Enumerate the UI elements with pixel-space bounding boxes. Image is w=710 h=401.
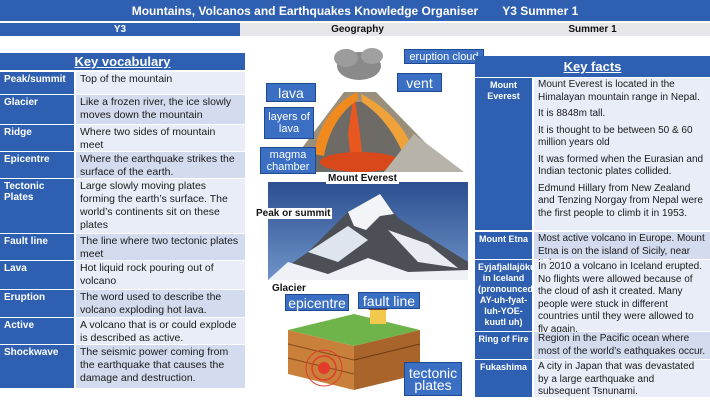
eruption-cloud-label: eruption cloud: [404, 49, 484, 64]
vocab-row: Glacier Like a frozen river, the ice slo…: [0, 95, 245, 125]
fact-row: Fukashima A city in Japan that was devas…: [475, 360, 710, 398]
fact-line: It was formed when the Eurasian and Indi…: [538, 153, 704, 178]
fact-line: Mount Everest is located in the Himalaya…: [538, 79, 700, 103]
vocab-term: Ridge: [0, 125, 76, 151]
vocab-definition: Top of the mountain: [76, 72, 245, 94]
fact-term: Fukashima: [475, 360, 534, 397]
fact-line: Edmund Hillary from New Zealand and Tenz…: [538, 182, 703, 219]
mountain-photo: [268, 182, 468, 280]
fact-row: Ring of Fire Region in the Pacific ocean…: [475, 332, 710, 360]
facts-heading: Key facts: [475, 56, 710, 77]
fact-text: Mount Everest is located in the Himalaya…: [534, 78, 710, 230]
vocab-row: Eruption The word used to describe the v…: [0, 290, 245, 318]
vocab-row: Shockwave The seismic power coming from …: [0, 345, 245, 389]
vocab-heading: Key vocabulary: [0, 53, 245, 70]
vocab-term: Glacier: [0, 95, 76, 124]
title-text: Mountains, Volcanos and Earthquakes Know…: [131, 3, 479, 18]
peak-label: Peak or summit: [254, 208, 333, 219]
term-label: Summer 1: [475, 23, 710, 36]
earthquake-diagram: [284, 300, 424, 392]
vocab-term: Tectonic Plates: [0, 179, 76, 233]
mountain-title: Mount Everest: [326, 173, 399, 184]
vocab-definition: Large slowly moving plates forming the e…: [76, 179, 245, 233]
vocab-term: Active: [0, 318, 76, 344]
vocab-row: Lava Hot liquid rock pouring out of volc…: [0, 261, 245, 290]
vocab-row: Peak/summit Top of the mountain: [0, 72, 245, 95]
vocab-term: Peak/summit: [0, 72, 76, 94]
vent-label: vent: [397, 73, 442, 92]
fact-text: In 2010 a volcano in Iceland erupted. No…: [534, 260, 710, 335]
vocab-definition: Like a frozen river, the ice slowly move…: [76, 95, 245, 124]
glacier-label: Glacier: [272, 283, 306, 294]
title-term: Y3 Summer 1: [502, 3, 579, 18]
fact-term: Mount Etna: [475, 232, 534, 259]
vocab-definition: A volcano that is or could explode is de…: [76, 318, 245, 344]
subject-label: Geography: [240, 23, 475, 36]
vocab-row: Active A volcano that is or could explod…: [0, 318, 245, 345]
fault-line-label: fault line: [358, 292, 420, 309]
fact-term: Ring of Fire: [475, 332, 534, 359]
fact-text: Region in the Pacific ocean where most o…: [534, 332, 710, 359]
vocab-definition: The line where two tectonic plates meet: [76, 234, 245, 260]
fact-term: Eyjafjallajökull in Iceland (pronounced …: [475, 260, 541, 331]
vocab-term: Shockwave: [0, 345, 76, 388]
epicentre-label: epicentre: [285, 294, 349, 311]
vocab-definition: Hot liquid rock pouring out of volcano: [76, 261, 245, 289]
volcano-diagram: [264, 44, 474, 174]
tectonic-plates-label: tectonic plates: [404, 362, 462, 396]
fact-text: A city in Japan that was devastated by a…: [534, 360, 710, 397]
vocab-row: Fault line The line where two tectonic p…: [0, 234, 245, 261]
vocab-row: Ridge Where two sides of mountain meet: [0, 125, 245, 152]
fact-row: Eyjafjallajökull in Iceland (pronounced …: [475, 260, 710, 335]
vocab-definition: Where two sides of mountain meet: [76, 125, 245, 151]
fact-row: Mount Etna Most active volcano in Europe…: [475, 232, 710, 269]
vocab-definition: Where the earthquake strikes the surface…: [76, 152, 245, 178]
vocab-definition: The word used to describe the volcano ex…: [76, 290, 245, 317]
fact-term: Mount Everest: [475, 78, 534, 230]
vocab-term: Epicentre: [0, 152, 76, 178]
layers-of-lava-label: layers of lava: [264, 107, 314, 139]
magma-chamber-label: magma chamber: [260, 147, 316, 174]
fact-line: It is thought to be between 50 & 60 mill…: [538, 124, 693, 149]
vocab-term: Fault line: [0, 234, 76, 260]
fact-row: Mount Everest Mount Everest is located i…: [475, 78, 710, 231]
lava-label: lava: [266, 83, 316, 102]
year-label: Y3: [0, 23, 240, 36]
vocab-definition: The seismic power coming from the earthq…: [76, 345, 245, 388]
fact-text: Most active volcano in Europe. Mount Etn…: [534, 232, 710, 269]
page-title: Mountains, Volcanos and Earthquakes Know…: [0, 0, 710, 21]
vocab-row: Tectonic Plates Large slowly moving plat…: [0, 179, 245, 234]
fact-line: It is 8848m tall.: [538, 108, 606, 119]
vocab-row: Epicentre Where the earthquake strikes t…: [0, 152, 245, 179]
vocab-term: Eruption: [0, 290, 76, 317]
vocab-term: Lava: [0, 261, 76, 289]
